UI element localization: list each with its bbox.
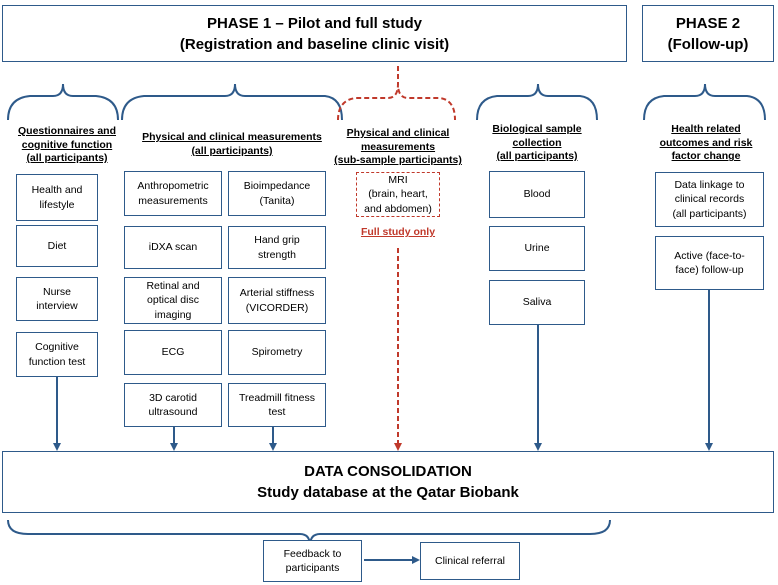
phase2-title: PHASE 2: [675, 14, 741, 32]
box-blood: Blood: [489, 171, 585, 218]
phase1-title: PHASE 1 – Pilot and full study: [206, 14, 423, 32]
header-health: Health related outcomes and risk factor …: [659, 123, 753, 163]
box-spirometry: Spirometry: [228, 330, 326, 375]
data-consolidation-box: DATA CONSOLIDATION Study database at the…: [2, 451, 774, 513]
box-active-followup: Active (face-to-face) follow-up: [655, 236, 764, 290]
phase1-box: PHASE 1 – Pilot and full study (Registra…: [2, 5, 627, 62]
header-physical: Physical and clinical measurements (all …: [142, 131, 322, 157]
brace-subsample: [337, 83, 456, 121]
box-mri: MRI(brain, heart,and abdomen): [356, 172, 440, 217]
phase1-subtitle: (Registration and baseline clinic visit): [179, 35, 450, 53]
box-bioimpedance: Bioimpedance(Tanita): [228, 171, 326, 216]
box-ecg: ECG: [124, 330, 222, 375]
full-study-note: Full study only: [360, 226, 436, 238]
phase2-box: PHASE 2 (Follow-up): [642, 5, 774, 62]
box-saliva: Saliva: [489, 280, 585, 325]
header-subsample: Physical and clinical measurements (sub-…: [334, 127, 462, 167]
header-questionnaires: Questionnaires and cognitive function (a…: [17, 125, 117, 165]
box-idxa: iDXA scan: [124, 226, 222, 269]
phase2-subtitle: (Follow-up): [667, 35, 749, 53]
box-clinical-referral: Clinical referral: [420, 542, 520, 580]
box-diet: Diet: [16, 225, 98, 267]
consolidation-subtitle: Study database at the Qatar Biobank: [257, 484, 519, 501]
brace-biological: [476, 83, 598, 121]
box-arterial: Arterial stiffness(VICORDER): [228, 277, 326, 324]
box-urine: Urine: [489, 226, 585, 271]
consolidation-title: DATA CONSOLIDATION: [304, 463, 472, 480]
brace-health: [643, 83, 766, 121]
brace-physical: [121, 83, 343, 121]
brace-questionnaires: [7, 83, 119, 121]
header-biological: Biological sample collection (all partic…: [492, 123, 582, 163]
